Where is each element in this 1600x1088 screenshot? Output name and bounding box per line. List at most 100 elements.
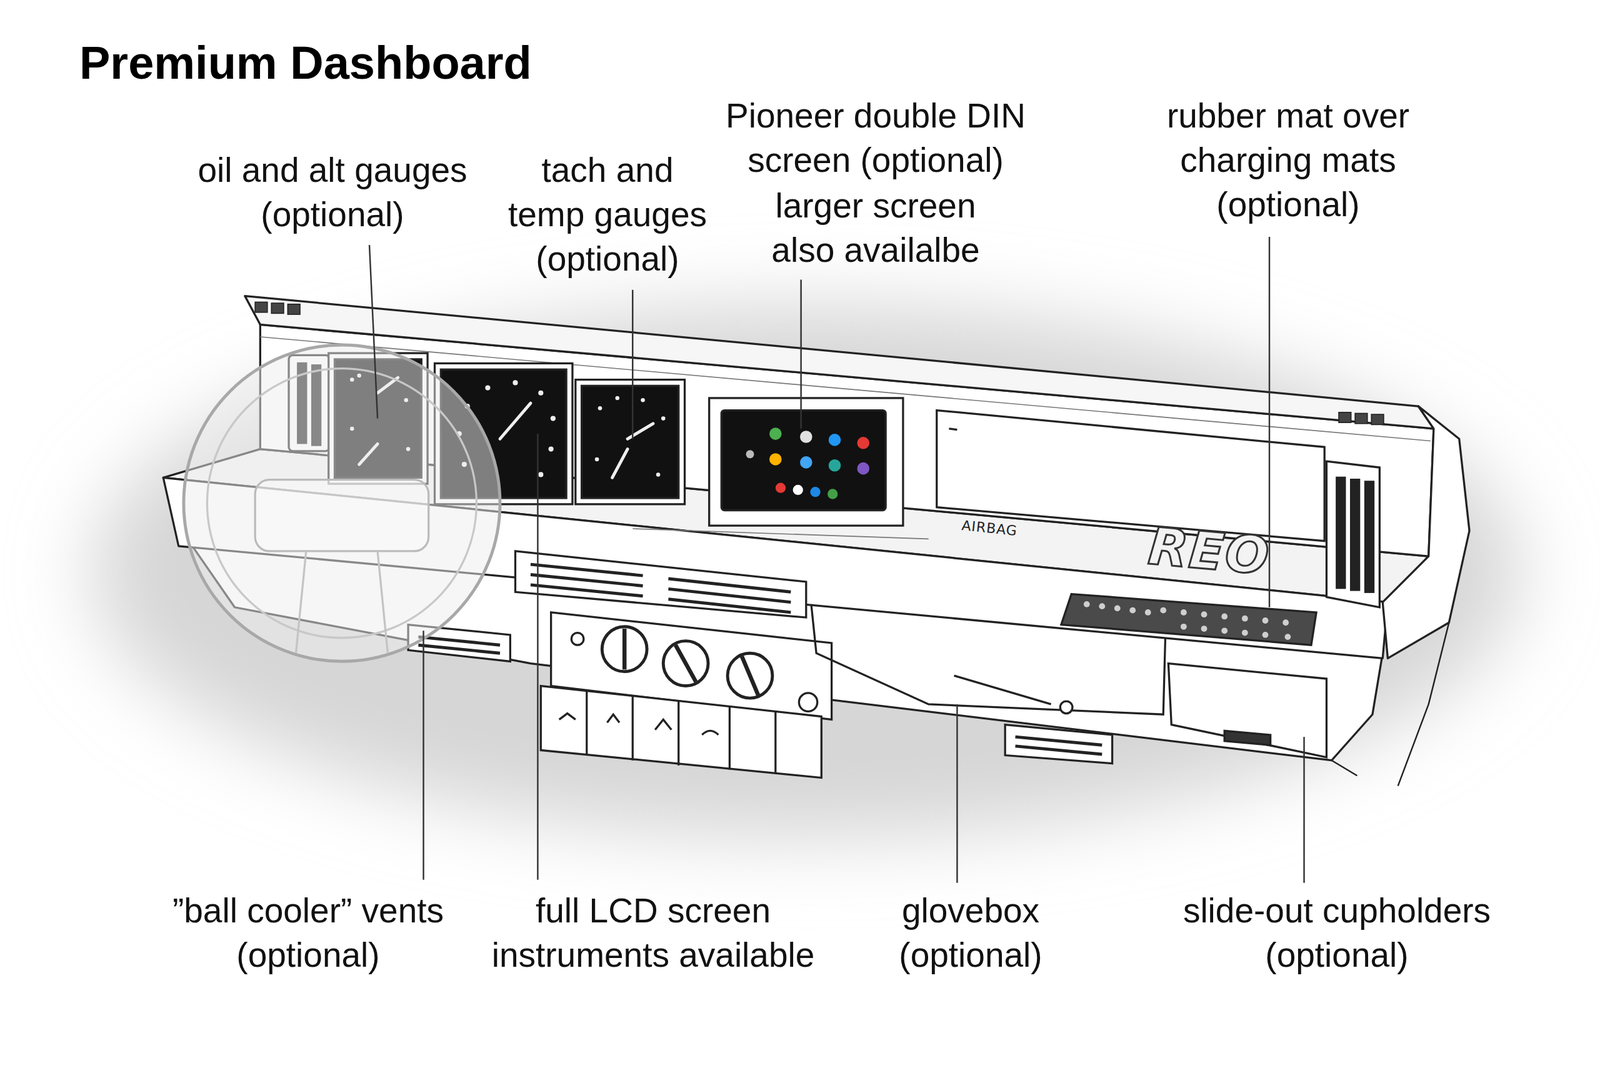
center-console-part <box>741 656 759 695</box>
lower-vents-part <box>418 636 500 645</box>
leader-line-part <box>369 245 378 419</box>
gauges-part-part <box>640 398 645 403</box>
steering-wheel-part <box>206 368 477 639</box>
head-unit-part-part <box>810 486 820 497</box>
head-unit-part-part <box>828 459 842 472</box>
title: Premium Dashboard <box>79 36 532 90</box>
side-vent-part <box>1336 477 1345 588</box>
leader-line <box>369 236 1305 884</box>
side-vent-part <box>1326 461 1380 608</box>
center-console-part-part <box>530 574 644 586</box>
dashboard-body <box>163 296 1470 787</box>
airbag-panel-part-part <box>1221 613 1228 620</box>
head-unit-part-part <box>775 483 786 494</box>
head-unit-part <box>745 427 870 499</box>
center-console-part-part <box>668 599 791 613</box>
callout-label: rubber mat over charging mats (optional) <box>1161 93 1415 227</box>
head-unit-part-part <box>800 430 813 444</box>
airbag-panel-part-part <box>1282 619 1289 626</box>
airbag-panel-part-part <box>1262 617 1269 624</box>
center-console-part <box>571 633 584 646</box>
head-unit-part-part <box>793 485 804 495</box>
gauges-part <box>575 380 685 505</box>
top-switches-part <box>287 304 300 315</box>
top-switches-part <box>271 303 284 314</box>
center-console-part <box>727 653 773 699</box>
gauges-part-part <box>538 390 544 396</box>
steering-wheel-part <box>295 551 306 654</box>
lower-vents-part <box>1015 746 1102 755</box>
airbag-panel-part <box>1061 594 1317 646</box>
gauges-part-part <box>627 423 654 439</box>
airbag-panel-part-part <box>1114 605 1121 612</box>
background-shading <box>91 306 1521 837</box>
center-console-part <box>559 713 719 735</box>
airbag-panel-part-part <box>1129 607 1136 614</box>
lower-vents <box>408 625 1113 764</box>
center-console-part <box>631 696 634 761</box>
leader-line-part <box>422 630 424 880</box>
callout-label: larger screen also availalbe <box>766 183 985 273</box>
lower-vents-part <box>418 645 500 654</box>
steering-wheel-part <box>377 551 388 654</box>
airbag-panel-part-part <box>1180 609 1187 616</box>
airbag-panel <box>936 410 1325 646</box>
head-unit-part-part <box>828 433 842 447</box>
side-vent-part <box>1365 481 1374 592</box>
head-unit-part-part <box>856 436 870 450</box>
center-console-part-part <box>530 585 644 597</box>
callout-label: full LCD screen instruments available <box>486 888 821 978</box>
gauges-part <box>581 385 679 499</box>
airbag-panel-part-part <box>1145 609 1152 616</box>
airbag-panel-part-part <box>1160 607 1167 614</box>
callout-label: oil and alt gauges (optional) <box>188 148 477 237</box>
glovebox-and-cupholder-part <box>1060 701 1073 714</box>
dashboard-body-part <box>1398 622 1450 786</box>
steering-wheel <box>183 345 500 662</box>
center-console-part-part <box>530 564 644 576</box>
leader-line-part <box>536 433 539 880</box>
head-unit-part <box>721 410 886 511</box>
callout-label: Pioneer double DIN screen (optional) <box>721 93 1031 183</box>
head-unit-part-part <box>856 462 870 475</box>
center-console-part <box>622 628 627 670</box>
gauges-part-part <box>512 380 518 385</box>
airbag-panel-part-part <box>1201 611 1208 618</box>
gauges-part-part <box>598 406 603 411</box>
head-unit <box>709 398 904 526</box>
background-shading-part <box>91 306 1521 837</box>
airbag-panel-part-part <box>1285 633 1292 640</box>
top-switches-part <box>1338 412 1352 423</box>
gauges-part-part <box>500 403 531 439</box>
airbag-panel-part-part <box>1201 625 1208 632</box>
center-console-part <box>677 701 680 766</box>
airbag-panel-part-part <box>1180 623 1187 630</box>
center-console-part <box>585 691 588 756</box>
callout-label: glovebox (optional) <box>894 888 1048 978</box>
gauges-part-part <box>550 416 556 422</box>
gauges-part-part <box>548 446 554 452</box>
callout-label: ”ball cooler” vents (optional) <box>166 888 451 978</box>
gauges-part-part <box>661 416 666 421</box>
airbag-panel-part-part <box>1241 615 1249 622</box>
gauges-part-part <box>595 457 600 462</box>
airbag-panel-part <box>1083 601 1291 640</box>
callout-label: slide-out cupholders (optional) <box>1177 888 1497 978</box>
gauges-part-part <box>615 396 620 401</box>
top-switches-part <box>1371 414 1384 425</box>
airbag-panel-part-part <box>1098 603 1105 610</box>
airbag-panel-part-part <box>1221 627 1228 634</box>
callout-label: tach and temp gauges (optional) <box>503 148 712 282</box>
dashboard-body-part <box>1382 406 1470 659</box>
head-unit-part-part <box>827 488 838 499</box>
airbag-panel-part <box>948 428 957 430</box>
leader-line-part <box>956 704 958 884</box>
airbag-panel-part-part <box>1083 601 1090 608</box>
lower-vents-part <box>1005 725 1112 764</box>
lower-vents-part <box>1015 736 1102 745</box>
center-console <box>515 551 832 779</box>
logo-text: REO <box>1146 516 1273 587</box>
steering-wheel-part <box>255 480 429 552</box>
gauges-part-part <box>656 472 661 477</box>
